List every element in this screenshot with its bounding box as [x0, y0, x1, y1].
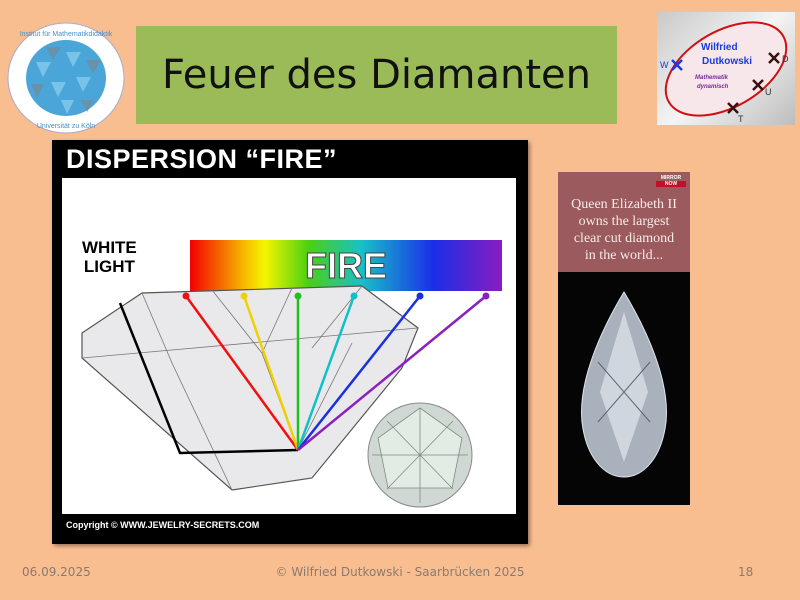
logo-top-text: Institut für Mathematikdidaktik: [20, 31, 113, 38]
diagram-canvas: WHITE LIGHT FIRE: [62, 178, 516, 514]
footer-page-number: 18: [738, 565, 754, 579]
author-subtitle-2: dynamisch: [697, 84, 729, 90]
pear-diamond-photo: [558, 272, 690, 505]
label-t: T: [738, 114, 744, 124]
author-badge-image: Wilfried Dutkowski Mathematik dynamisch …: [657, 12, 795, 125]
caption-line: clear cut diamond: [573, 231, 675, 246]
ray-arrowhead-5: [482, 292, 490, 300]
slide-title-box: Feuer des Diamanten: [136, 26, 617, 124]
footer-date: 06.09.2025: [22, 565, 91, 579]
queen-diamond-image: MIRROR NOW Queen Elizabeth II owns the l…: [558, 172, 690, 505]
ray-arrowhead-0: [182, 292, 190, 300]
caption-line: in the world...: [584, 248, 664, 263]
ray-arrowhead-3: [350, 292, 358, 300]
diamond-shape: [81, 285, 419, 491]
logo-bottom-text: Universität zu Köln: [37, 123, 95, 130]
ray-arrowhead-2: [294, 292, 302, 300]
mirror-now-badge: MIRROR NOW: [656, 175, 686, 187]
ray-arrowhead-1: [240, 292, 248, 300]
slide-title: Feuer des Diamanten: [161, 52, 591, 98]
diagram-title: DISPERSION “FIRE”: [66, 144, 338, 174]
caption-line: Queen Elizabeth II: [571, 197, 677, 212]
label-d: D: [782, 54, 789, 64]
author-name-2: Dutkowski: [702, 56, 752, 67]
author-name-1: Wilfried: [701, 42, 738, 53]
badge-line2: NOW: [656, 181, 686, 187]
label-u: U: [765, 87, 772, 97]
diagram-copyright: Copyright © WWW.JEWELRY-SECRETS.COM: [66, 520, 260, 530]
dispersion-rays: [182, 292, 490, 451]
white-light-line1: WHITE: [82, 238, 137, 257]
ray-3: [296, 295, 356, 451]
dispersion-diagram: DISPERSION “FIRE” WHITE LIGHT FIRE: [52, 140, 528, 544]
ray-0: [184, 295, 300, 451]
author-subtitle-1: Mathematik: [695, 75, 729, 81]
fire-spectrum-bar: FIRE: [190, 240, 502, 291]
caption-line: owns the largest: [578, 214, 670, 229]
university-logo: Institut für Mathematikdidaktik Universi…: [7, 22, 125, 134]
ray-arrowhead-4: [416, 292, 424, 300]
white-light-label: WHITE LIGHT: [82, 238, 137, 276]
fire-label: FIRE: [304, 244, 387, 286]
white-light-line2: LIGHT: [83, 257, 135, 276]
label-w: W: [660, 60, 669, 70]
queen-caption: Queen Elizabeth II owns the largest clea…: [558, 196, 690, 264]
ray-1: [242, 295, 300, 451]
badge-line1: MIRROR: [660, 175, 682, 181]
ray-5: [297, 295, 487, 451]
ray-4: [297, 295, 421, 451]
footer-copyright: © Wilfried Dutkowski - Saarbrücken 2025: [275, 565, 525, 579]
white-light-ray: [118, 302, 299, 455]
